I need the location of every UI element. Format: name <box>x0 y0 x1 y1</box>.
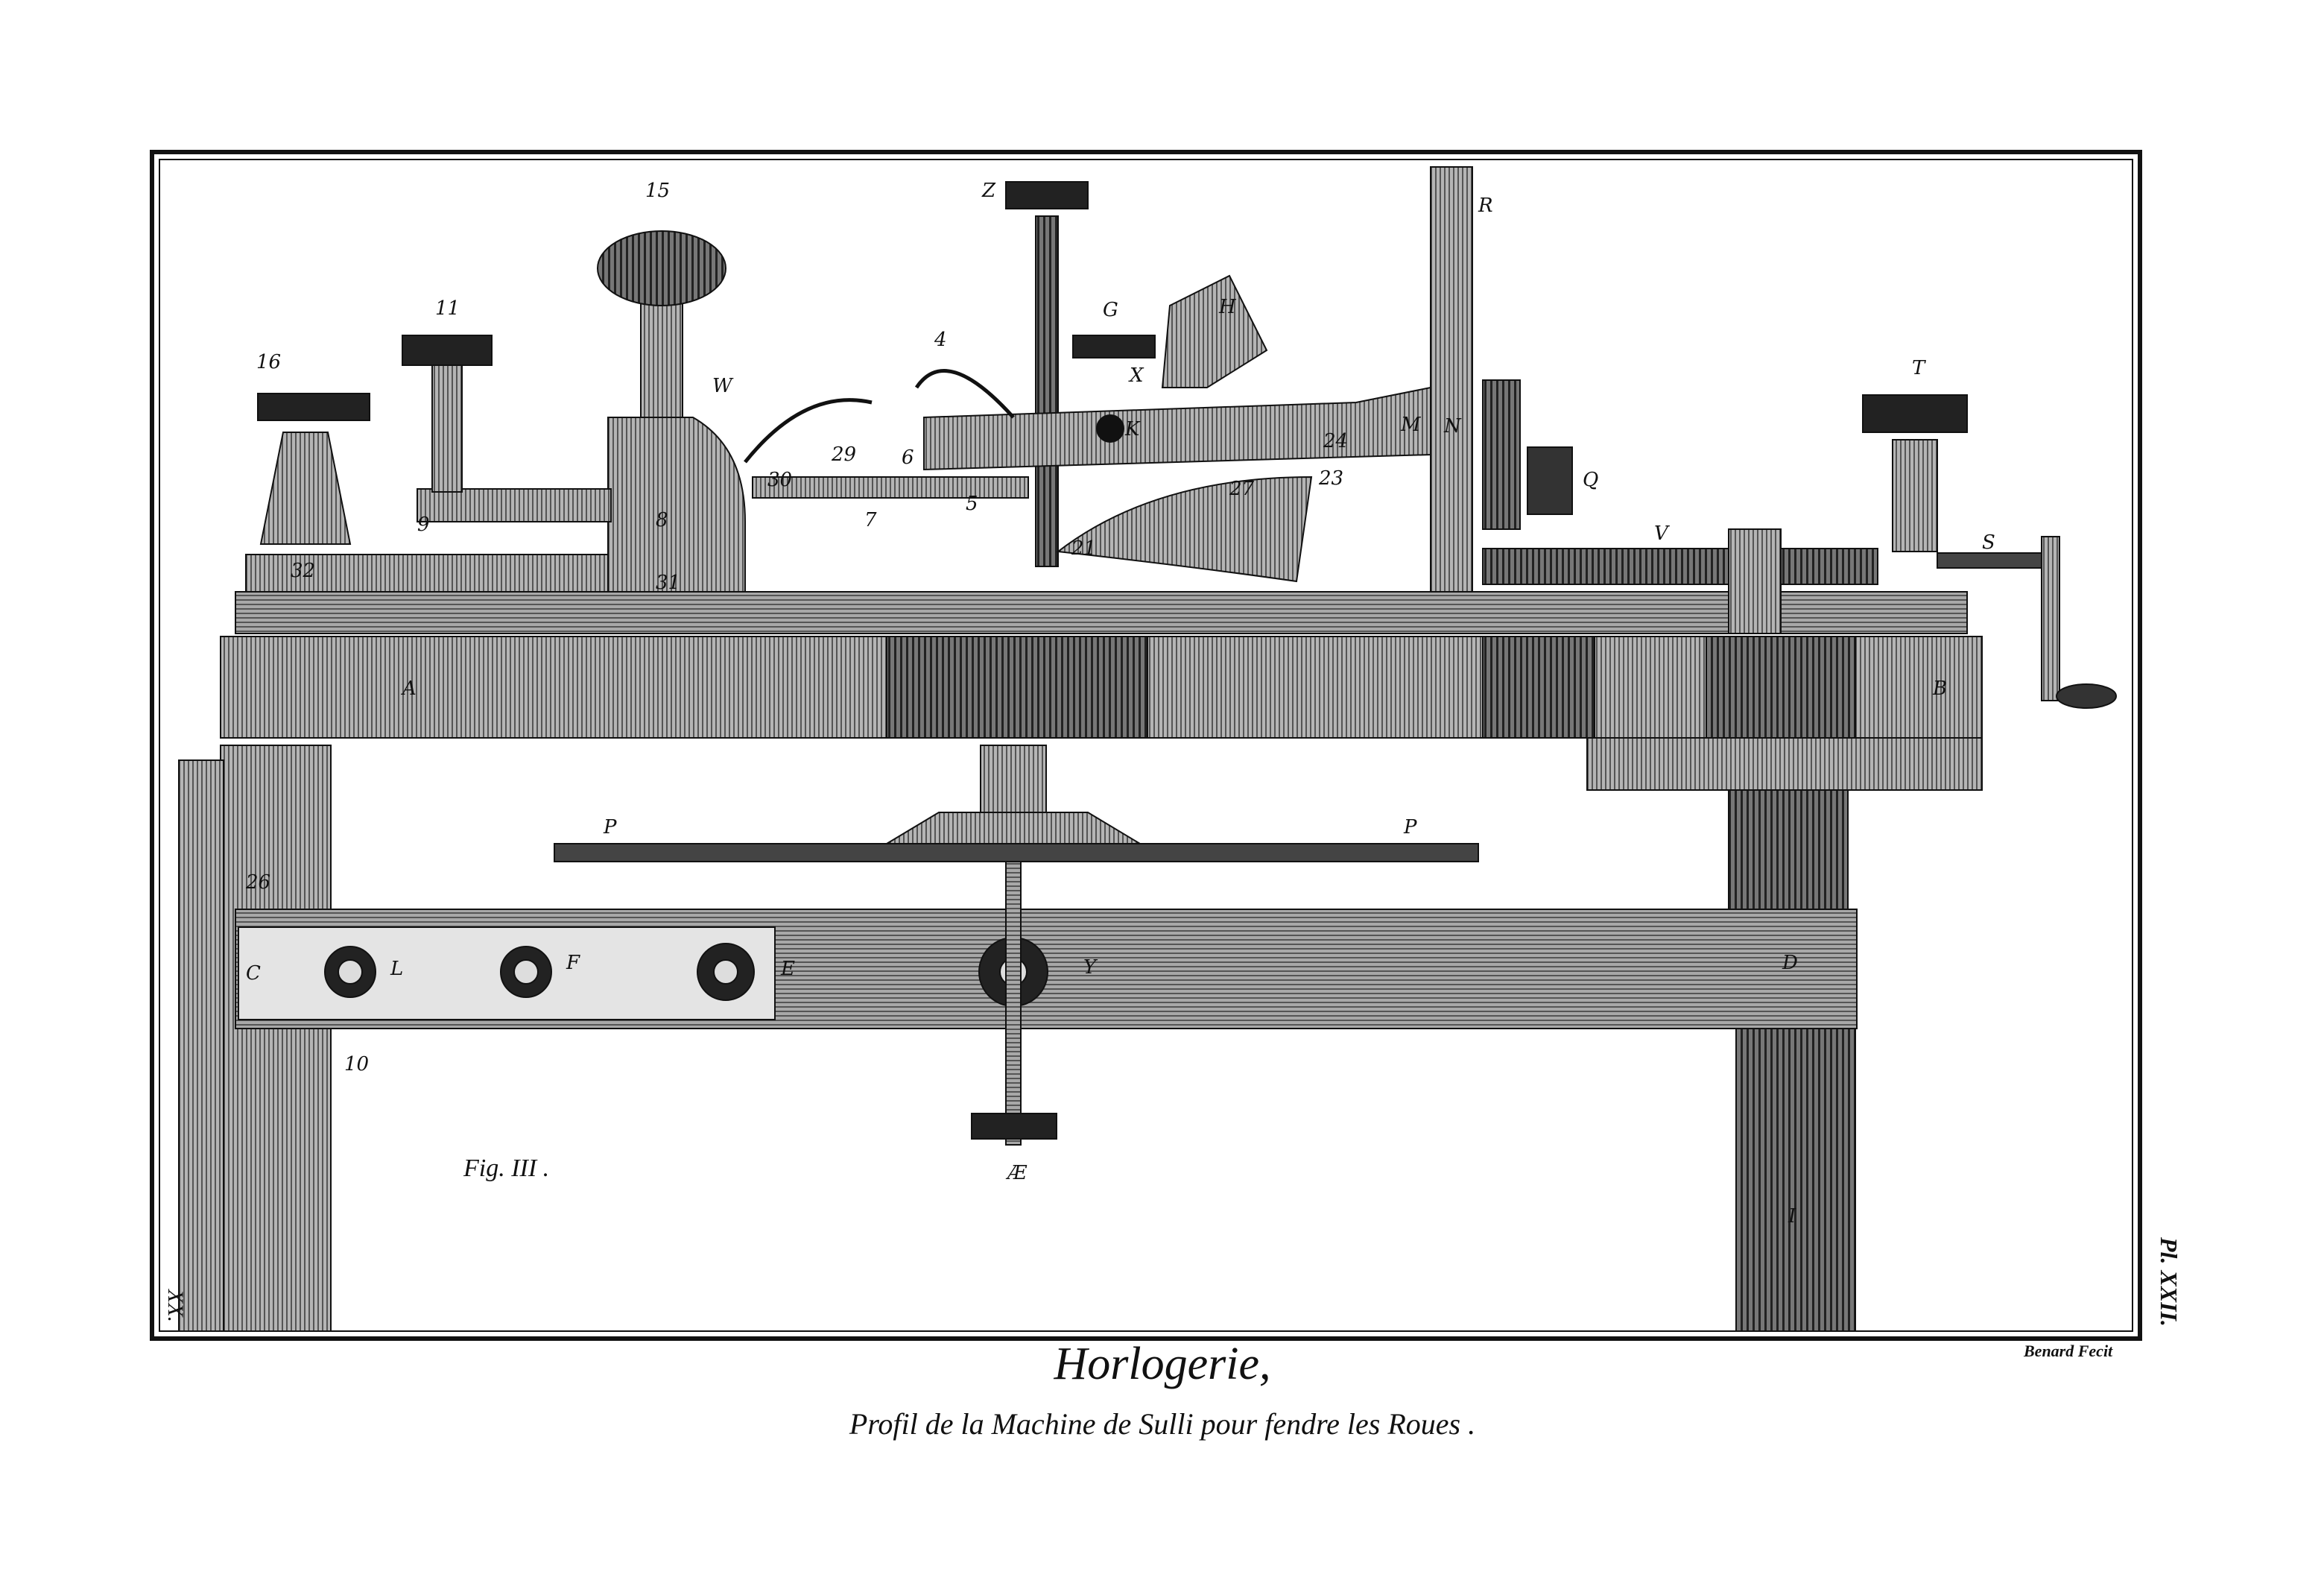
label: 8 <box>656 509 668 531</box>
label: 21 <box>1071 537 1096 560</box>
block-8 <box>607 417 746 593</box>
label: 29 <box>831 443 856 466</box>
label: 16 <box>256 351 281 373</box>
label: Y <box>1083 956 1098 979</box>
label: 15 <box>645 180 670 202</box>
label: V <box>1654 522 1670 545</box>
label: G <box>1103 299 1118 321</box>
arm-7 <box>752 476 1029 499</box>
wheel-q <box>1482 379 1521 530</box>
label: 10 <box>344 1053 369 1075</box>
label: 24 <box>1323 430 1348 452</box>
label: A <box>401 677 417 700</box>
label: L <box>390 958 403 980</box>
label: 32 <box>291 560 315 582</box>
cutter-blade-27 <box>1056 476 1313 583</box>
engraver-signature: Benard Fecit <box>2023 1342 2113 1360</box>
plate-title: Horlogerie, <box>1053 1339 1270 1389</box>
label: 6 <box>902 446 914 469</box>
screw-collar <box>1728 528 1782 634</box>
label: B <box>1932 677 1947 700</box>
label: E <box>780 958 795 980</box>
label: I <box>1788 1205 1796 1228</box>
label: 7 <box>864 509 877 531</box>
label: M <box>1400 414 1422 436</box>
label: H <box>1218 296 1237 318</box>
label: P <box>603 816 617 838</box>
cord <box>744 398 873 464</box>
label: C <box>246 962 261 985</box>
left-post <box>178 759 224 1332</box>
label: X <box>1128 364 1144 387</box>
bench-top <box>235 591 1968 634</box>
label: K <box>1124 418 1141 440</box>
screw-v <box>1482 548 1878 585</box>
label: P <box>1403 816 1417 838</box>
post-16 <box>259 432 352 545</box>
post-15 <box>640 297 683 418</box>
slide-9 <box>417 488 612 522</box>
label: 31 <box>656 572 680 594</box>
label: Q <box>1583 469 1598 491</box>
label: T <box>1912 357 1926 379</box>
label: 11 <box>435 297 460 320</box>
label: S <box>1982 531 1995 554</box>
label: R <box>1478 195 1493 217</box>
plate-subtitle: Profil de la Machine de Sulli pour fendr… <box>849 1407 1475 1441</box>
plate-number: Pl. XXII. <box>2156 1236 2182 1327</box>
label: 23 <box>1318 467 1343 490</box>
label: F <box>566 952 580 974</box>
crank-s <box>1937 552 2042 569</box>
dividing-plate <box>554 843 1479 862</box>
lower-nut <box>971 1113 1057 1140</box>
plate-hub <box>884 812 1143 844</box>
right-column <box>1728 789 1849 910</box>
label: 26 <box>245 871 270 894</box>
label: Z <box>981 180 996 202</box>
right-leg <box>1735 1028 1856 1332</box>
post-r <box>1430 166 1473 593</box>
beam-bracket <box>1586 737 1983 791</box>
part-labels: 16 11 15 W Z 4 G H X K 24 M N R Q T S V … <box>245 180 1995 1228</box>
label: W <box>712 375 734 397</box>
label: N <box>1443 415 1462 438</box>
lower-screw <box>1005 861 1022 1146</box>
left-leg <box>220 745 332 1332</box>
carriage-k <box>923 386 1431 471</box>
label: 30 <box>767 469 792 491</box>
outer-frame <box>150 150 2142 1341</box>
label: 9 <box>417 514 430 536</box>
figure-label: Fig. III . <box>463 1154 549 1182</box>
post-t <box>1892 439 1938 552</box>
volume-mark: XX. <box>163 1289 188 1322</box>
label: D <box>1782 952 1798 974</box>
label: 27 <box>1229 478 1255 500</box>
post-11 <box>431 364 463 493</box>
label: 4 <box>934 329 947 351</box>
column-z <box>1035 215 1059 567</box>
label: 5 <box>966 493 978 515</box>
label: Æ <box>1005 1162 1028 1184</box>
inner-frame <box>159 159 2133 1332</box>
machine <box>178 166 2117 1332</box>
